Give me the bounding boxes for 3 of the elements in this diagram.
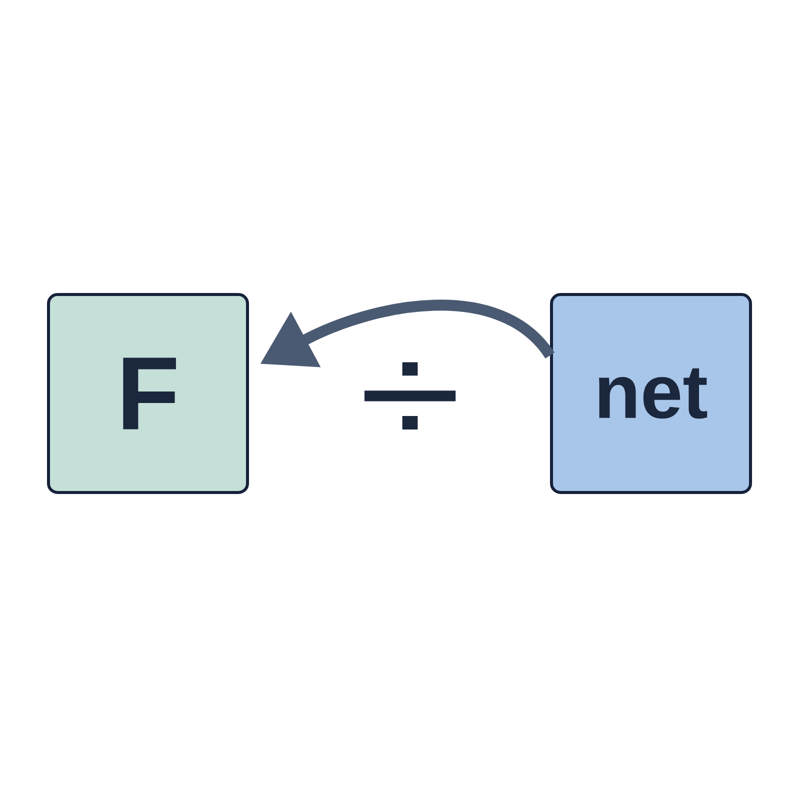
variable-box: F	[47, 293, 249, 494]
variable-box: net	[550, 293, 752, 494]
division-sign: ÷	[364, 362, 456, 430]
